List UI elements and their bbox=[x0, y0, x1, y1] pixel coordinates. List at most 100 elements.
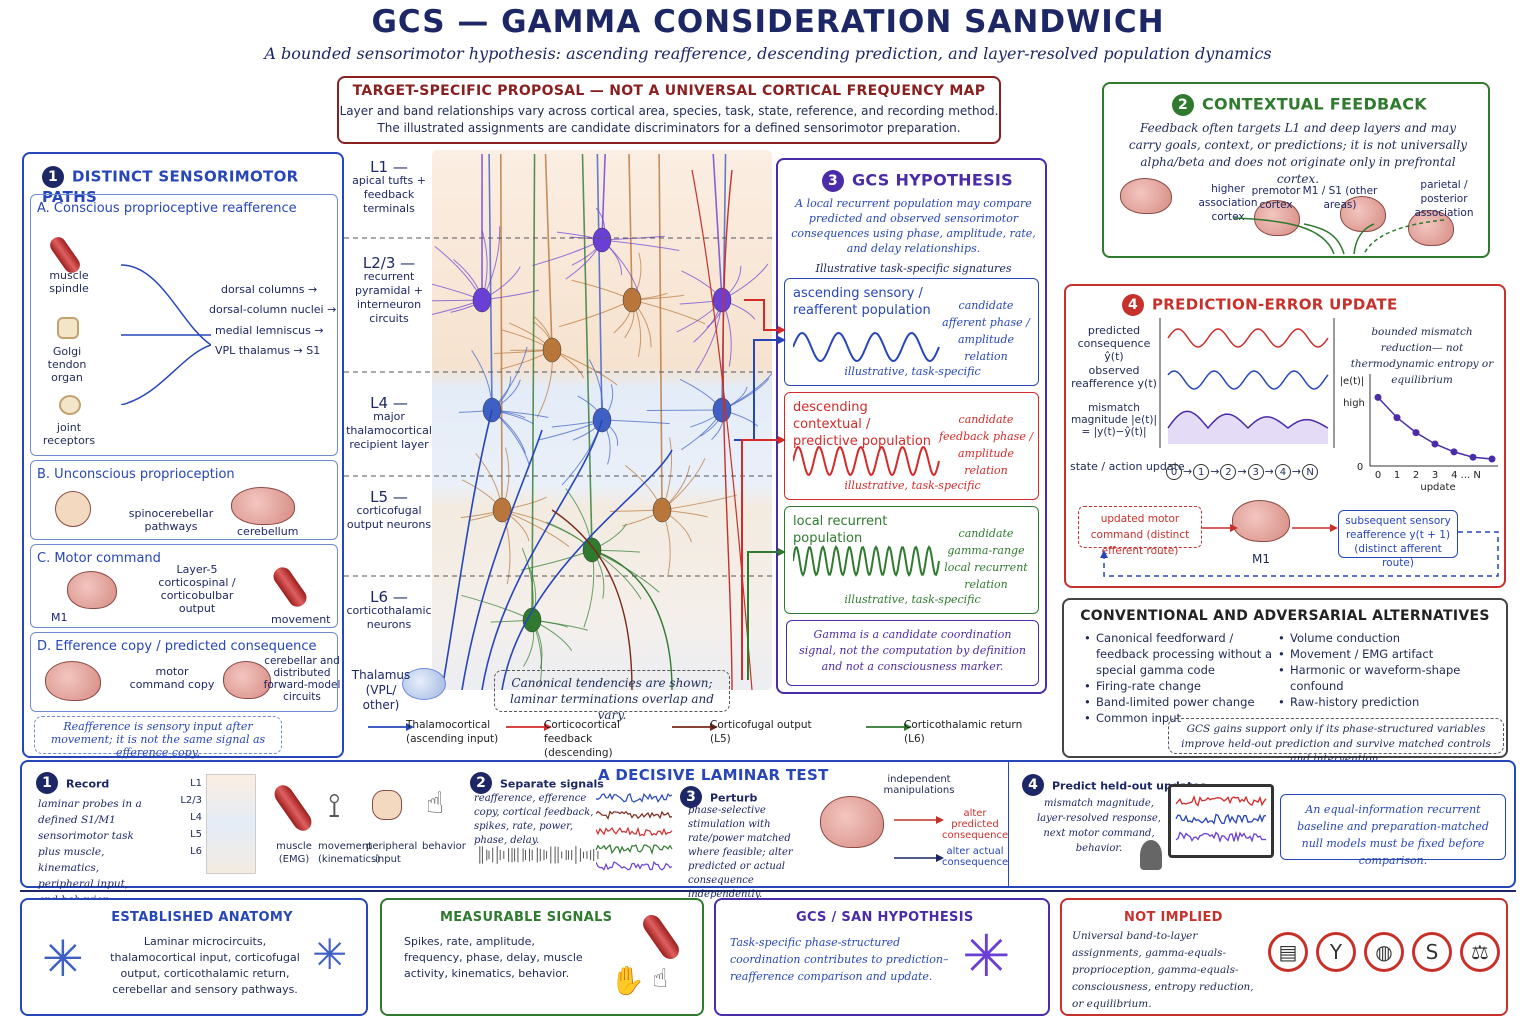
legend-label-0: Thalamocortical (ascending input) bbox=[406, 719, 499, 745]
step3-title: Perturb bbox=[710, 791, 758, 805]
step2-text: reafference, efference copy, cortical fe… bbox=[474, 793, 594, 846]
alternatives-heading: CONVENTIONAL AND ADVERSARIAL ALTERNATIVE… bbox=[1080, 608, 1490, 624]
alternative-left-0: Canonical feedforward / feedback process… bbox=[1084, 630, 1284, 678]
layer-desc-1: recurrent pyramidal + interneuron circui… bbox=[354, 270, 424, 325]
plot-xtick-3: 3 bbox=[1432, 470, 1438, 481]
path-c-route: Layer-5 corticospinal / corticobulbar ou… bbox=[158, 563, 236, 615]
prohibited-icon-2: ◍ bbox=[1364, 932, 1404, 972]
path-c-box: C. Motor command M1 Layer-5 corticospina… bbox=[30, 544, 338, 628]
legend-line-1 bbox=[506, 723, 552, 731]
record-icon-label-2: peripheral input bbox=[366, 841, 418, 865]
layer-name-0: L1 — bbox=[370, 158, 408, 176]
manipulations-label: independent manipulations bbox=[883, 774, 955, 796]
signature-box-1: descending contextual / predictive popul… bbox=[784, 392, 1039, 500]
signature-title: Illustrative task-specific signatures bbox=[815, 262, 1012, 275]
section-rule bbox=[20, 890, 1516, 892]
not-implied-heading: NOT IMPLIED bbox=[1124, 910, 1223, 925]
layer-desc-2: major thalamocortical recipient layer bbox=[346, 410, 432, 451]
panel2-number: 2 bbox=[1172, 94, 1194, 116]
panel3-intro: A local recurrent population may compare… bbox=[791, 197, 1036, 255]
plot-point bbox=[1431, 440, 1439, 448]
alternatives-note: GCS gains support only if its phase-stru… bbox=[1168, 718, 1504, 765]
test-heading: A DECISIVE LAMINAR TEST bbox=[598, 766, 829, 784]
step2-number: 2 bbox=[470, 772, 492, 794]
path-b-title: B. Unconscious proprioception bbox=[37, 467, 235, 482]
feedback-brain-icon-2 bbox=[1340, 196, 1386, 232]
state-node-2: 2 bbox=[1220, 464, 1237, 480]
plot-ylabel: |e(t)| bbox=[1340, 376, 1365, 387]
record-icon-label-1: movement (kinematics) bbox=[318, 841, 381, 865]
plot-xtick-4: 4 ... N bbox=[1451, 470, 1481, 481]
probe-layer-1: L2/3 bbox=[180, 795, 202, 806]
signals-pointer-icon: ☝ bbox=[652, 964, 668, 994]
not-implied-text: Universal band-to-layer assignments, gam… bbox=[1072, 930, 1254, 1010]
signals-muscle-icon bbox=[639, 911, 683, 963]
baseline-note: An equal-information recurrent baseline … bbox=[1280, 794, 1506, 867]
path-a-title: A. Conscious proprioceptive reafference bbox=[37, 201, 297, 216]
record-icon-label-0: muscle (EMG) bbox=[276, 841, 312, 865]
panel3-heading: GCS HYPOTHESIS bbox=[852, 170, 1014, 190]
m1-label: M1 bbox=[1252, 552, 1270, 566]
panel3-note: Gamma is a candidate coordination signal… bbox=[786, 620, 1039, 686]
prohibited-icon-3: S bbox=[1412, 932, 1452, 972]
alternative-left-3: Common input bbox=[1084, 710, 1284, 726]
prohibited-icon-4: ⚖ bbox=[1460, 932, 1500, 972]
emg-muscle-icon bbox=[270, 781, 316, 835]
reafference-arrows bbox=[120, 264, 211, 405]
golgi-tendon-icon bbox=[57, 317, 79, 339]
joint-receptor-icon bbox=[59, 395, 81, 415]
row-observed: observed reafference y(t) bbox=[1071, 364, 1157, 390]
anatomy-neuron-icon-right: ✳ bbox=[312, 930, 348, 979]
step1-number: 1 bbox=[36, 772, 58, 794]
feedback-brain-icon-3 bbox=[1408, 210, 1454, 246]
state-node-1: 1 bbox=[1193, 464, 1210, 480]
signature-candidate-1: candidate feedback phase / amplitude rel… bbox=[938, 413, 1034, 477]
plot-point bbox=[1469, 453, 1477, 461]
signature-foot-0: illustrative, task-specific bbox=[844, 365, 981, 378]
step3-text: phase-selective stimulation with rate/po… bbox=[688, 805, 793, 900]
path-b-target: cerebellum bbox=[237, 525, 299, 538]
plot-point bbox=[1450, 448, 1458, 456]
signature-wave-2 bbox=[793, 545, 940, 577]
route-1: dorsal-column nuclei → bbox=[209, 303, 337, 316]
plot-xtick-2: 2 bbox=[1413, 470, 1419, 481]
probe-layer-2: L4 bbox=[190, 812, 202, 823]
path-c-title: C. Motor command bbox=[37, 551, 161, 566]
feedback-brain-icon-1 bbox=[1254, 200, 1300, 236]
legend-line-2 bbox=[672, 723, 718, 731]
neuron-drawing bbox=[405, 153, 774, 691]
step-divider bbox=[1008, 762, 1009, 886]
cerebellum-icon bbox=[231, 487, 295, 525]
alternative-right-1: Movement / EMG artifact bbox=[1278, 646, 1478, 662]
cerebellum-model-icon bbox=[223, 661, 271, 699]
purple-neuron-icon: ✳ bbox=[962, 922, 1011, 990]
layer-dividers bbox=[344, 237, 784, 577]
panel4-heading: PREDICTION-ERROR UPDATE bbox=[1152, 295, 1398, 314]
alternative-left-1: Firing-rate change bbox=[1084, 678, 1284, 694]
gcs-san-text: Task-specific phase-structured coordinat… bbox=[730, 936, 949, 983]
gcs-san-heading: GCS / SAN HYPOTHESIS bbox=[796, 910, 974, 925]
route-0: dorsal columns → bbox=[221, 283, 318, 296]
path-d-target: cerebellar and distributed forward-model… bbox=[263, 655, 341, 703]
layer-name-3: L5 — bbox=[370, 488, 408, 506]
state-label: state / action update bbox=[1070, 460, 1185, 473]
feedback-source-0: higher association cortex bbox=[1198, 183, 1258, 223]
route-3: VPL thalamus → S1 bbox=[215, 344, 321, 357]
plot-point bbox=[1488, 455, 1496, 463]
manipulation-arrows bbox=[894, 816, 944, 862]
plot-point bbox=[1393, 414, 1401, 422]
state-arrow-0: → bbox=[1183, 465, 1193, 478]
panel-established-anatomy: ✳ ✳ ESTABLISHED ANATOMY Laminar microcir… bbox=[20, 898, 368, 1016]
layer-label-2: L4 —major thalamocortical recipient laye… bbox=[346, 396, 432, 452]
peripheral-input-icon bbox=[372, 790, 402, 820]
route-2: medial lemniscus → bbox=[215, 324, 324, 337]
state-node-4: 4 bbox=[1274, 464, 1291, 480]
state-node-3: 3 bbox=[1247, 464, 1264, 480]
layer-desc-3: corticofugal output neurons bbox=[346, 504, 432, 531]
signals-hand-icon: ✋ bbox=[610, 964, 645, 997]
